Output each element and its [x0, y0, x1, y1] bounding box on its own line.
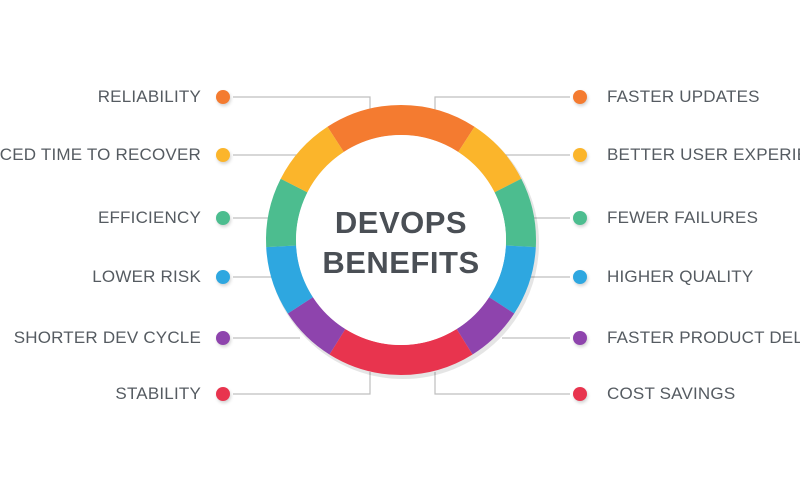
- benefit-label-left-1: REDUCED TIME TO RECOVER: [0, 145, 201, 164]
- bullet-dot-purple: [573, 331, 587, 345]
- ring-segment-yellow: [457, 126, 522, 193]
- ring-segment-blue: [488, 244, 536, 314]
- ring-segment-red: [329, 328, 473, 375]
- benefit-label-left-3: LOWER RISK: [92, 267, 201, 286]
- bullet-dot-yellow: [573, 148, 587, 162]
- bullet-dot-purple: [216, 331, 230, 345]
- benefit-label-right-4: FASTER PRODUCT DELIVERY: [607, 328, 800, 347]
- bullet-dot-green: [573, 211, 587, 225]
- benefit-label-right-0: FASTER UPDATES: [607, 87, 760, 106]
- connector-right-0: [434, 96, 570, 112]
- center-title-line2: BENEFITS: [322, 245, 480, 280]
- benefit-label-right-3: HIGHER QUALITY: [607, 267, 754, 286]
- benefit-label-left-0: RELIABILITY: [97, 87, 201, 106]
- center-title-line1: DEVOPS: [334, 205, 468, 240]
- ring-segment-purple: [287, 296, 346, 355]
- ring-segment-blue: [266, 244, 314, 314]
- ring-segment-orange: [327, 105, 475, 153]
- benefit-label-left-4: SHORTER DEV CYCLE: [13, 328, 201, 347]
- bullet-dot-blue: [216, 270, 230, 284]
- bullet-dot-yellow: [216, 148, 230, 162]
- benefit-label-right-1: BETTER USER EXPERIENCE: [607, 145, 800, 164]
- bullet-dot-orange: [573, 90, 587, 104]
- connector-right-5: [434, 372, 570, 395]
- benefit-label-right-5: COST SAVINGS: [607, 384, 736, 403]
- bullet-dot-orange: [216, 90, 230, 104]
- ring-segment-purple: [456, 296, 515, 355]
- benefit-label-left-2: EFFICIENCY: [97, 208, 201, 227]
- ring-segment-green: [266, 178, 308, 248]
- bullet-dot-red: [216, 387, 230, 401]
- connector-left-5: [233, 372, 371, 395]
- bullet-dot-red: [573, 387, 587, 401]
- bullet-dot-blue: [573, 270, 587, 284]
- ring-center: [296, 135, 506, 345]
- ring-segment-green: [494, 178, 536, 248]
- connector-left-0: [233, 96, 371, 112]
- bullet-dot-green: [216, 211, 230, 225]
- benefit-label-left-5: STABILITY: [115, 384, 201, 403]
- ring-segment-yellow: [280, 126, 345, 193]
- benefit-label-right-2: FEWER FAILURES: [607, 208, 759, 227]
